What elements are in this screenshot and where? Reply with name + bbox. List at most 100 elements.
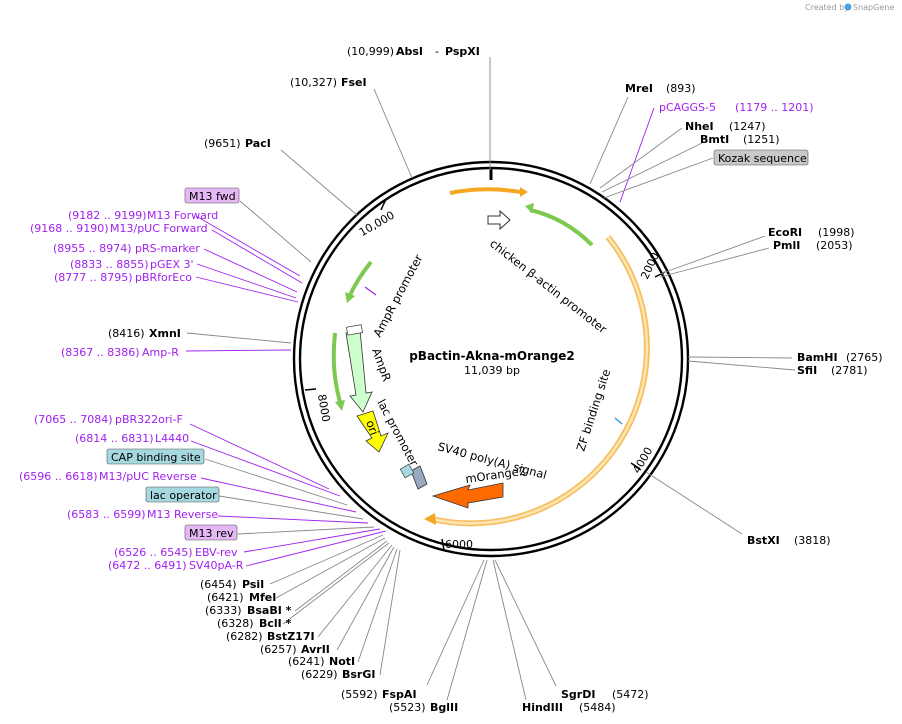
primer-m13-reverse[interactable]: M13 Reverse (147, 508, 218, 521)
ampr-promoter-arrow (345, 292, 355, 303)
site-bsrgi[interactable]: BsrGI (342, 668, 375, 681)
ampr-green-arc (331, 332, 342, 403)
site-bglii-pos: (5523) (389, 701, 426, 714)
site-pmli-pos: (2053) (816, 239, 853, 252)
backbone-outer-ring (292, 160, 690, 558)
site-pmli[interactable]: PmlI (773, 239, 800, 252)
snapgene-logo-icon (844, 3, 852, 11)
zf-site-mark (614, 417, 623, 425)
site-mfei[interactable]: MfeI (249, 591, 276, 604)
site-sgrdi[interactable]: SgrDI (561, 688, 595, 701)
primer-m13-forward-pos: (9182 .. 9199) (68, 209, 147, 222)
ampr-primer-mark (364, 286, 377, 296)
primer-sv40pa-r[interactable]: SV40pA-R (189, 559, 244, 572)
primer-m13puc-forward[interactable]: M13/pUC Forward (110, 222, 208, 235)
m13-fwd-box[interactable] (184, 187, 240, 204)
tick-8000 (304, 388, 317, 391)
tick-label-10000: 10,000 (357, 209, 397, 240)
primer-pbr322ori-pos: (7065 .. 7084) (34, 413, 113, 426)
site-absi[interactable]: AbsI (396, 45, 423, 58)
site-sfii[interactable]: SfiI (797, 364, 817, 377)
feature-arc-top[interactable] (449, 187, 521, 195)
primer-pgex3-pos: (8833 .. 8855) (70, 258, 149, 271)
site-xmni-pos: (8416) (108, 327, 145, 340)
site-avrii-pos: (6257) (260, 643, 297, 656)
site-psii[interactable]: PsiI (242, 578, 264, 591)
site-fsei[interactable]: FseI (341, 76, 367, 89)
primer-pbrforeco[interactable]: pBRforEco (135, 271, 192, 284)
site-fspai[interactable]: FspAI (382, 688, 417, 701)
site-paci[interactable]: PacI (245, 137, 271, 150)
site-avrii[interactable]: AvrII (301, 643, 330, 656)
primer-m13-rev: M13 rev (189, 527, 234, 540)
tick-4000 (630, 462, 641, 470)
ori-arrow-icon[interactable] (356, 410, 389, 453)
site-bglii[interactable]: BglII (430, 701, 458, 714)
site-bmti[interactable]: BmtI (700, 133, 729, 146)
primer-pcaggs5[interactable]: pCAGGS-5 (659, 101, 716, 114)
m13-rev-box[interactable] (184, 524, 238, 541)
site-mrei[interactable]: MreI (625, 82, 653, 95)
site-nhei[interactable]: NheI (685, 120, 714, 133)
site-bstz17i[interactable]: BstZ17I (267, 630, 315, 643)
primer-ebv-rev-pos: (6526 .. 6545) (114, 546, 193, 559)
feature-chicken-promoter: chicken β-actin promoter (487, 236, 610, 336)
cap-binding-box[interactable] (106, 448, 205, 465)
site-bsabi[interactable]: BsaBI * (247, 604, 292, 617)
primer-pbr322ori[interactable]: pBR322ori-F (115, 413, 183, 426)
sv40-polyA-box[interactable] (410, 465, 428, 490)
ampr-start-box (346, 324, 363, 336)
primer-amp-r-pos: (8367 .. 8386) (61, 346, 140, 359)
primer-sv40pa-r-pos: (6472 .. 6491) (108, 559, 187, 572)
chicken-promoter-arrow-icon[interactable] (487, 209, 511, 231)
primer-m13-reverse-pos: (6583 .. 6599) (67, 508, 146, 521)
primer-pbrforeco-pos: (8777 .. 8795) (54, 271, 133, 284)
lac-small-box[interactable] (399, 463, 415, 479)
site-absi-dash: - (435, 45, 439, 58)
site-xmni[interactable]: XmnI (149, 327, 181, 340)
site-bcli-pos: (6328) (217, 617, 254, 630)
tick-6000 (441, 538, 445, 551)
site-bstxi[interactable]: BstXI (747, 534, 780, 547)
primer-l4440[interactable]: L4440 (155, 432, 189, 445)
feature-ori: ori (363, 418, 381, 437)
site-noti-pos: (6241) (288, 655, 325, 668)
site-noti[interactable]: NotI (329, 655, 355, 668)
site-nhei-pos: (1247) (729, 120, 766, 133)
feature-lac-promoter: lac promoter (374, 397, 421, 469)
site-mrei-pos: (893) (666, 82, 696, 95)
tick-10000 (380, 198, 387, 211)
cds-arc[interactable] (431, 236, 649, 525)
credit-text: Created by (805, 3, 849, 12)
primer-ebv-rev[interactable]: EBV-rev (195, 546, 238, 559)
promoter-arc-green[interactable] (529, 208, 594, 247)
site-paci-pos: (9651) (204, 137, 241, 150)
site-pspxi[interactable]: PspXI (445, 45, 480, 58)
feature-ampr: AmpR (369, 346, 394, 383)
site-psii-pos: (6454) (200, 578, 237, 591)
morange2-arrow-icon[interactable] (431, 482, 504, 509)
ampr-promoter-arc[interactable] (348, 260, 373, 296)
primer-amp-r[interactable]: Amp-R (142, 346, 179, 359)
feature-cap-binding: CAP binding site (111, 451, 201, 464)
lac-operator-box[interactable] (145, 486, 220, 503)
primer-m13-forward[interactable]: M13 Forward (147, 209, 218, 222)
ampr-arrow-icon[interactable] (345, 329, 373, 413)
ampr-green-arrow (335, 400, 345, 411)
site-bamhi-pos: (2765) (846, 351, 883, 364)
site-hindiii[interactable]: HindIII (522, 701, 563, 714)
site-ecori[interactable]: EcoRI (768, 226, 802, 239)
primer-pgex3[interactable]: pGEX 3' (150, 258, 194, 271)
site-hindiii-pos: (5484) (579, 701, 616, 714)
kozak-box[interactable] (713, 149, 809, 166)
primer-m13puc-reverse[interactable]: M13/pUC Reverse (99, 470, 197, 483)
site-bcli[interactable]: BclI * (259, 617, 292, 630)
feature-zf-site: ZF binding site (574, 367, 614, 453)
primer-prs-marker[interactable]: pRS-marker (135, 242, 200, 255)
site-ecori-pos: (1998) (818, 226, 855, 239)
site-bamhi[interactable]: BamHI (797, 351, 838, 364)
primer-m13puc-forward-pos: (9168 .. 9190) (30, 222, 109, 235)
plasmid-size: 11,039 bp (464, 364, 520, 377)
feature-arc-top-arrow (520, 187, 528, 197)
site-absi-pos: (10,999) (347, 45, 394, 58)
